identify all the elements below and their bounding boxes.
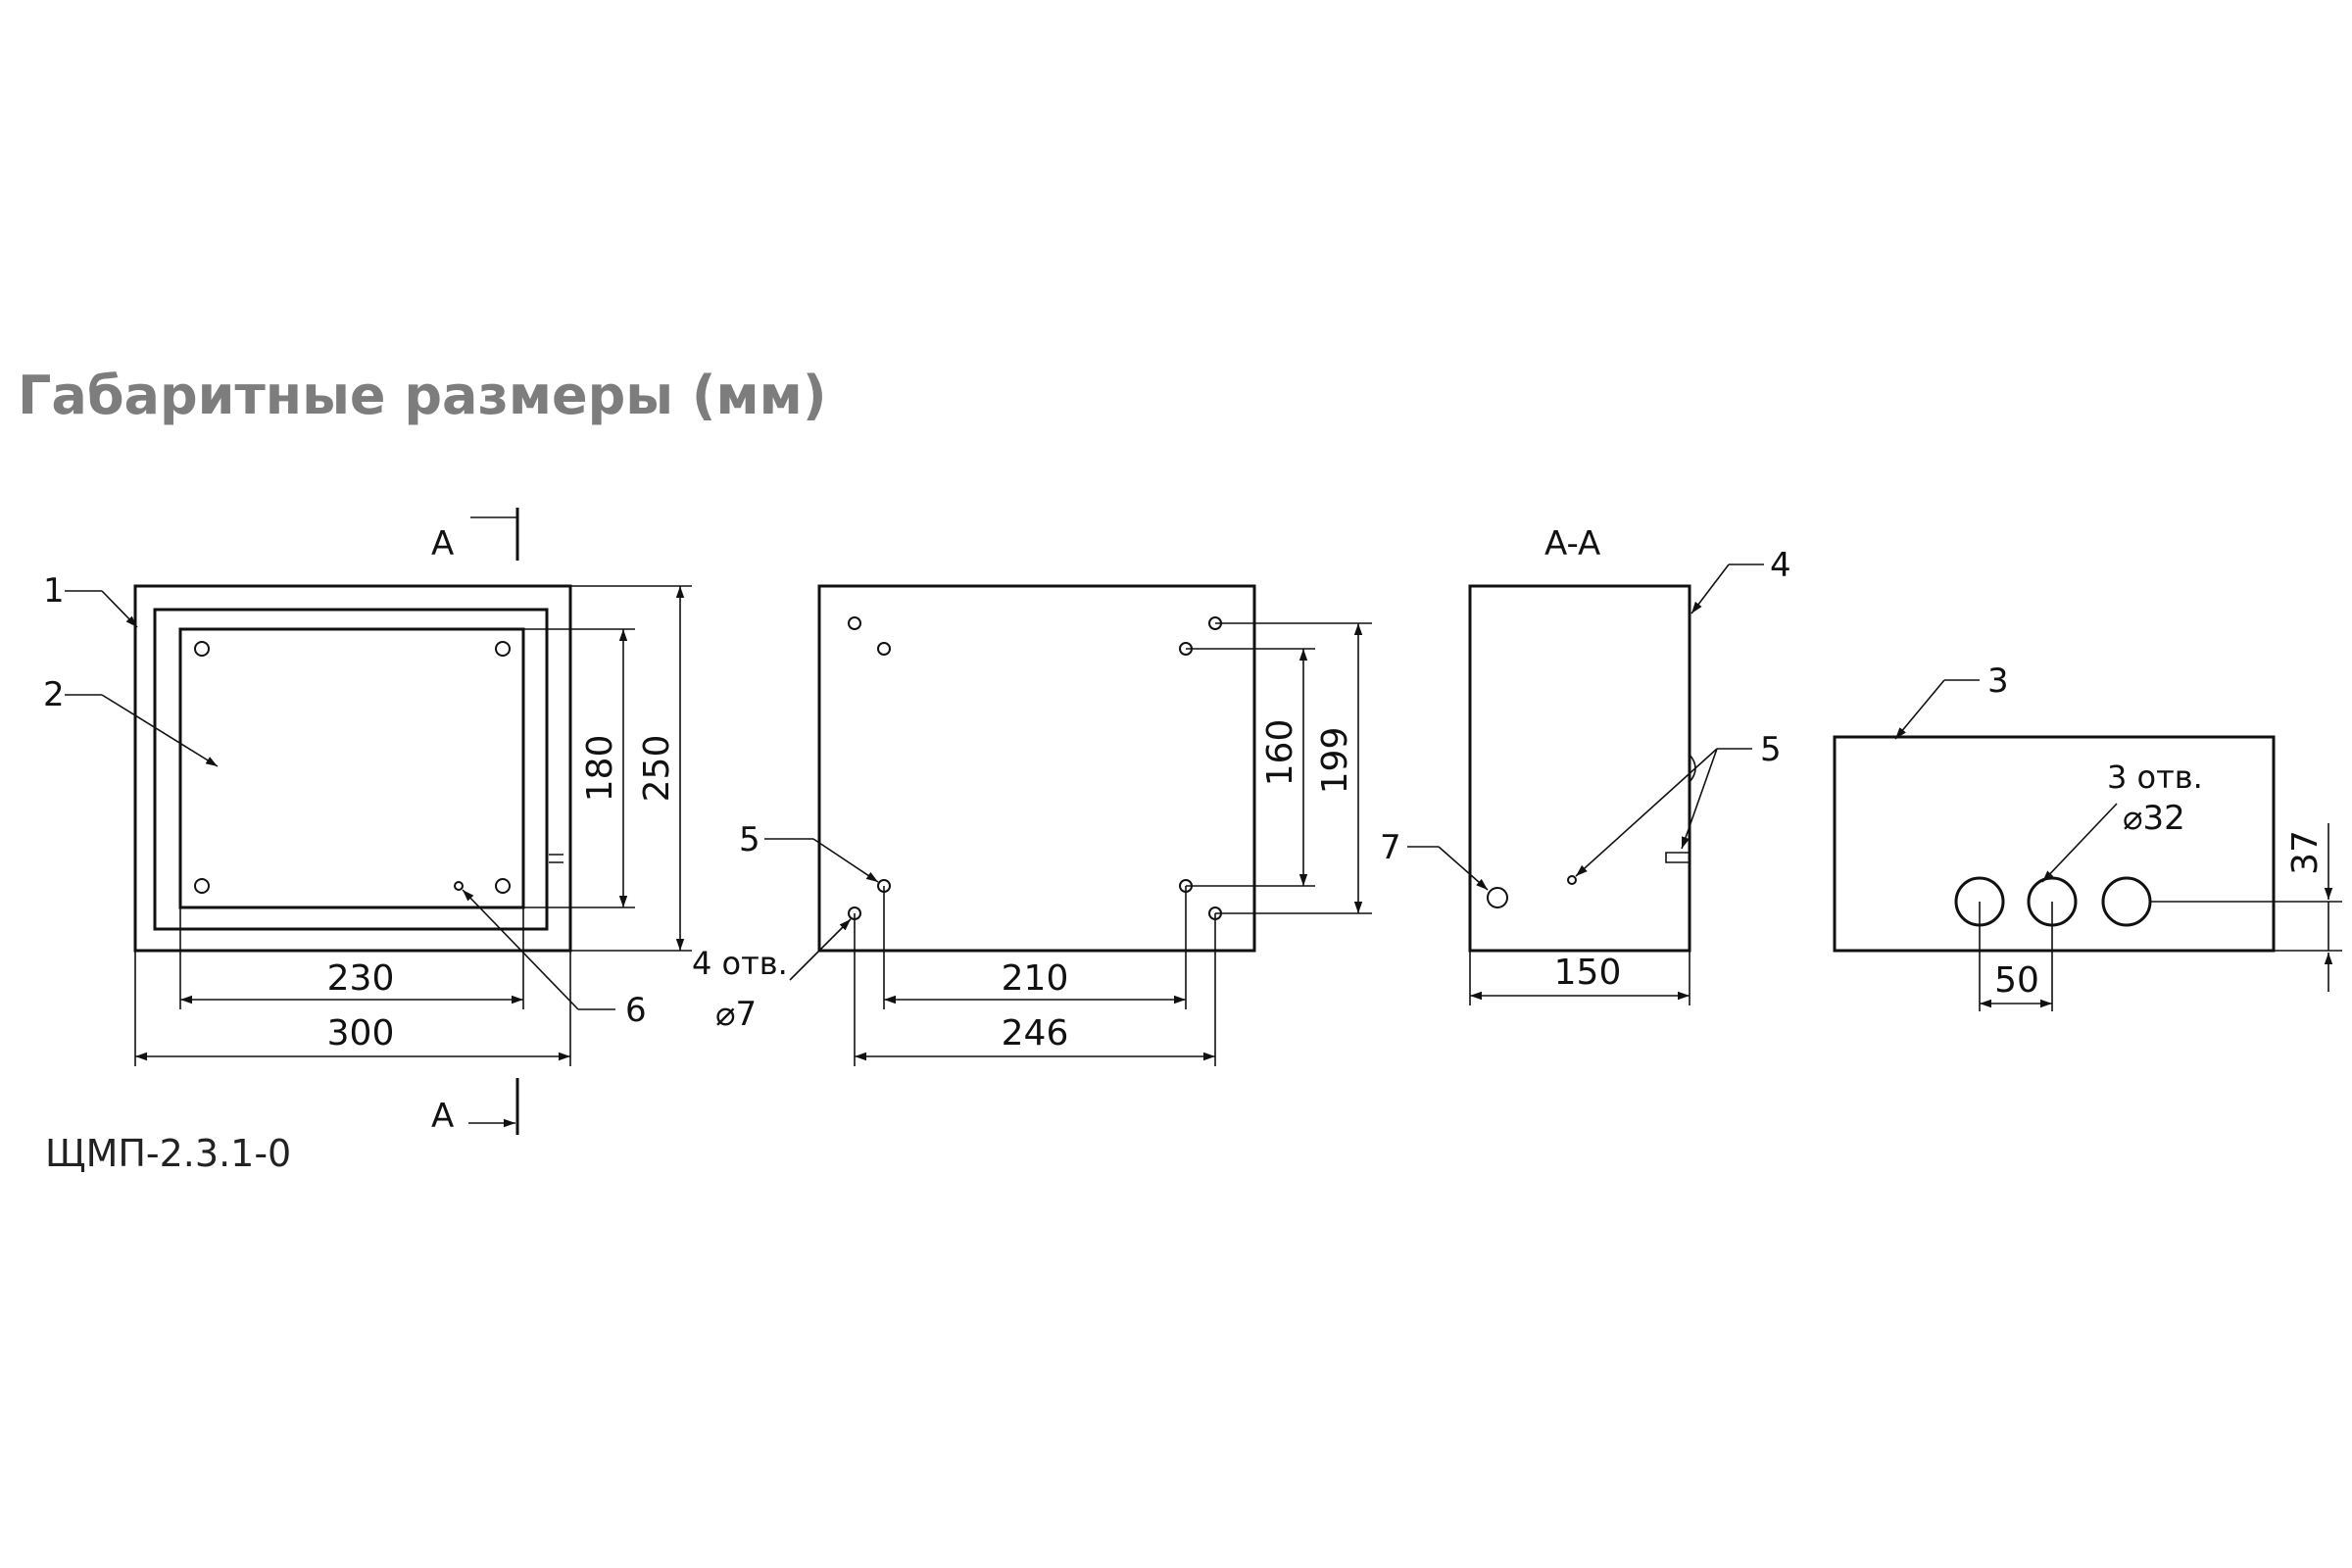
dim-hole-offset: 37 (2285, 830, 2326, 875)
dim-back-width-inner: 210 (1002, 958, 1069, 999)
front-door (153, 608, 549, 931)
panel-screw-icon (495, 878, 511, 894)
section-body (1468, 584, 1691, 953)
front-outer-frame (133, 584, 572, 953)
bottom-body (1833, 735, 2276, 953)
dim-back-height: 199 (1315, 727, 1355, 795)
mount-holes-diameter: ⌀7 (715, 995, 757, 1034)
item-label-5-section: 5 (1760, 730, 1782, 769)
panel-screw-icon (194, 878, 210, 894)
page-title: Габаритные размеры (мм) (18, 365, 827, 426)
ground-terminal-icon (1487, 887, 1508, 908)
section-mark-bottom: A (431, 1097, 454, 1136)
dim-front-height: 250 (637, 735, 677, 803)
item-label-5-back: 5 (739, 820, 760, 859)
dim-back-height-inner: 160 (1260, 719, 1300, 787)
front-panel (178, 627, 525, 909)
lock-mark (549, 854, 564, 863)
dim-depth: 150 (1554, 953, 1622, 993)
section-title: A-A (1544, 524, 1600, 564)
section-view: A-A 4 5 7 150 (1380, 524, 1791, 1005)
item-label-3: 3 (1987, 662, 2009, 701)
back-plate (817, 584, 1256, 953)
front-view: A A 1 2 6 230 300 180 250 (43, 508, 692, 1136)
panel-screw-icon (194, 641, 210, 657)
dim-back-width: 246 (1002, 1013, 1069, 1054)
panel-small-hole (454, 881, 464, 891)
item-label-7: 7 (1380, 828, 1401, 867)
panel-screw-icon (495, 641, 511, 657)
section-mark-top: A (431, 524, 454, 564)
item-label-4: 4 (1770, 546, 1791, 585)
item-label-2: 2 (43, 675, 65, 714)
dim-front-width-inner: 230 (327, 958, 395, 999)
dim-hole-pitch: 50 (1994, 960, 2039, 1001)
mount-holes-count: 4 отв. (692, 945, 788, 982)
model-label: ЩМП-2.3.1-0 (45, 1132, 292, 1175)
item-label-1: 1 (43, 571, 65, 611)
dim-front-width: 300 (327, 1013, 395, 1054)
bottom-view: 3 3 отв. ⌀32 50 37 (1833, 662, 2342, 1011)
cable-entry-icon (2101, 876, 2152, 927)
entry-holes-diameter: ⌀32 (2123, 799, 2185, 838)
item-label-6: 6 (625, 991, 647, 1030)
entry-holes-count: 3 отв. (2107, 759, 2203, 796)
dim-front-height-inner: 180 (580, 735, 620, 803)
back-view: 160 199 210 246 5 4 отв. ⌀7 (692, 584, 1372, 1066)
